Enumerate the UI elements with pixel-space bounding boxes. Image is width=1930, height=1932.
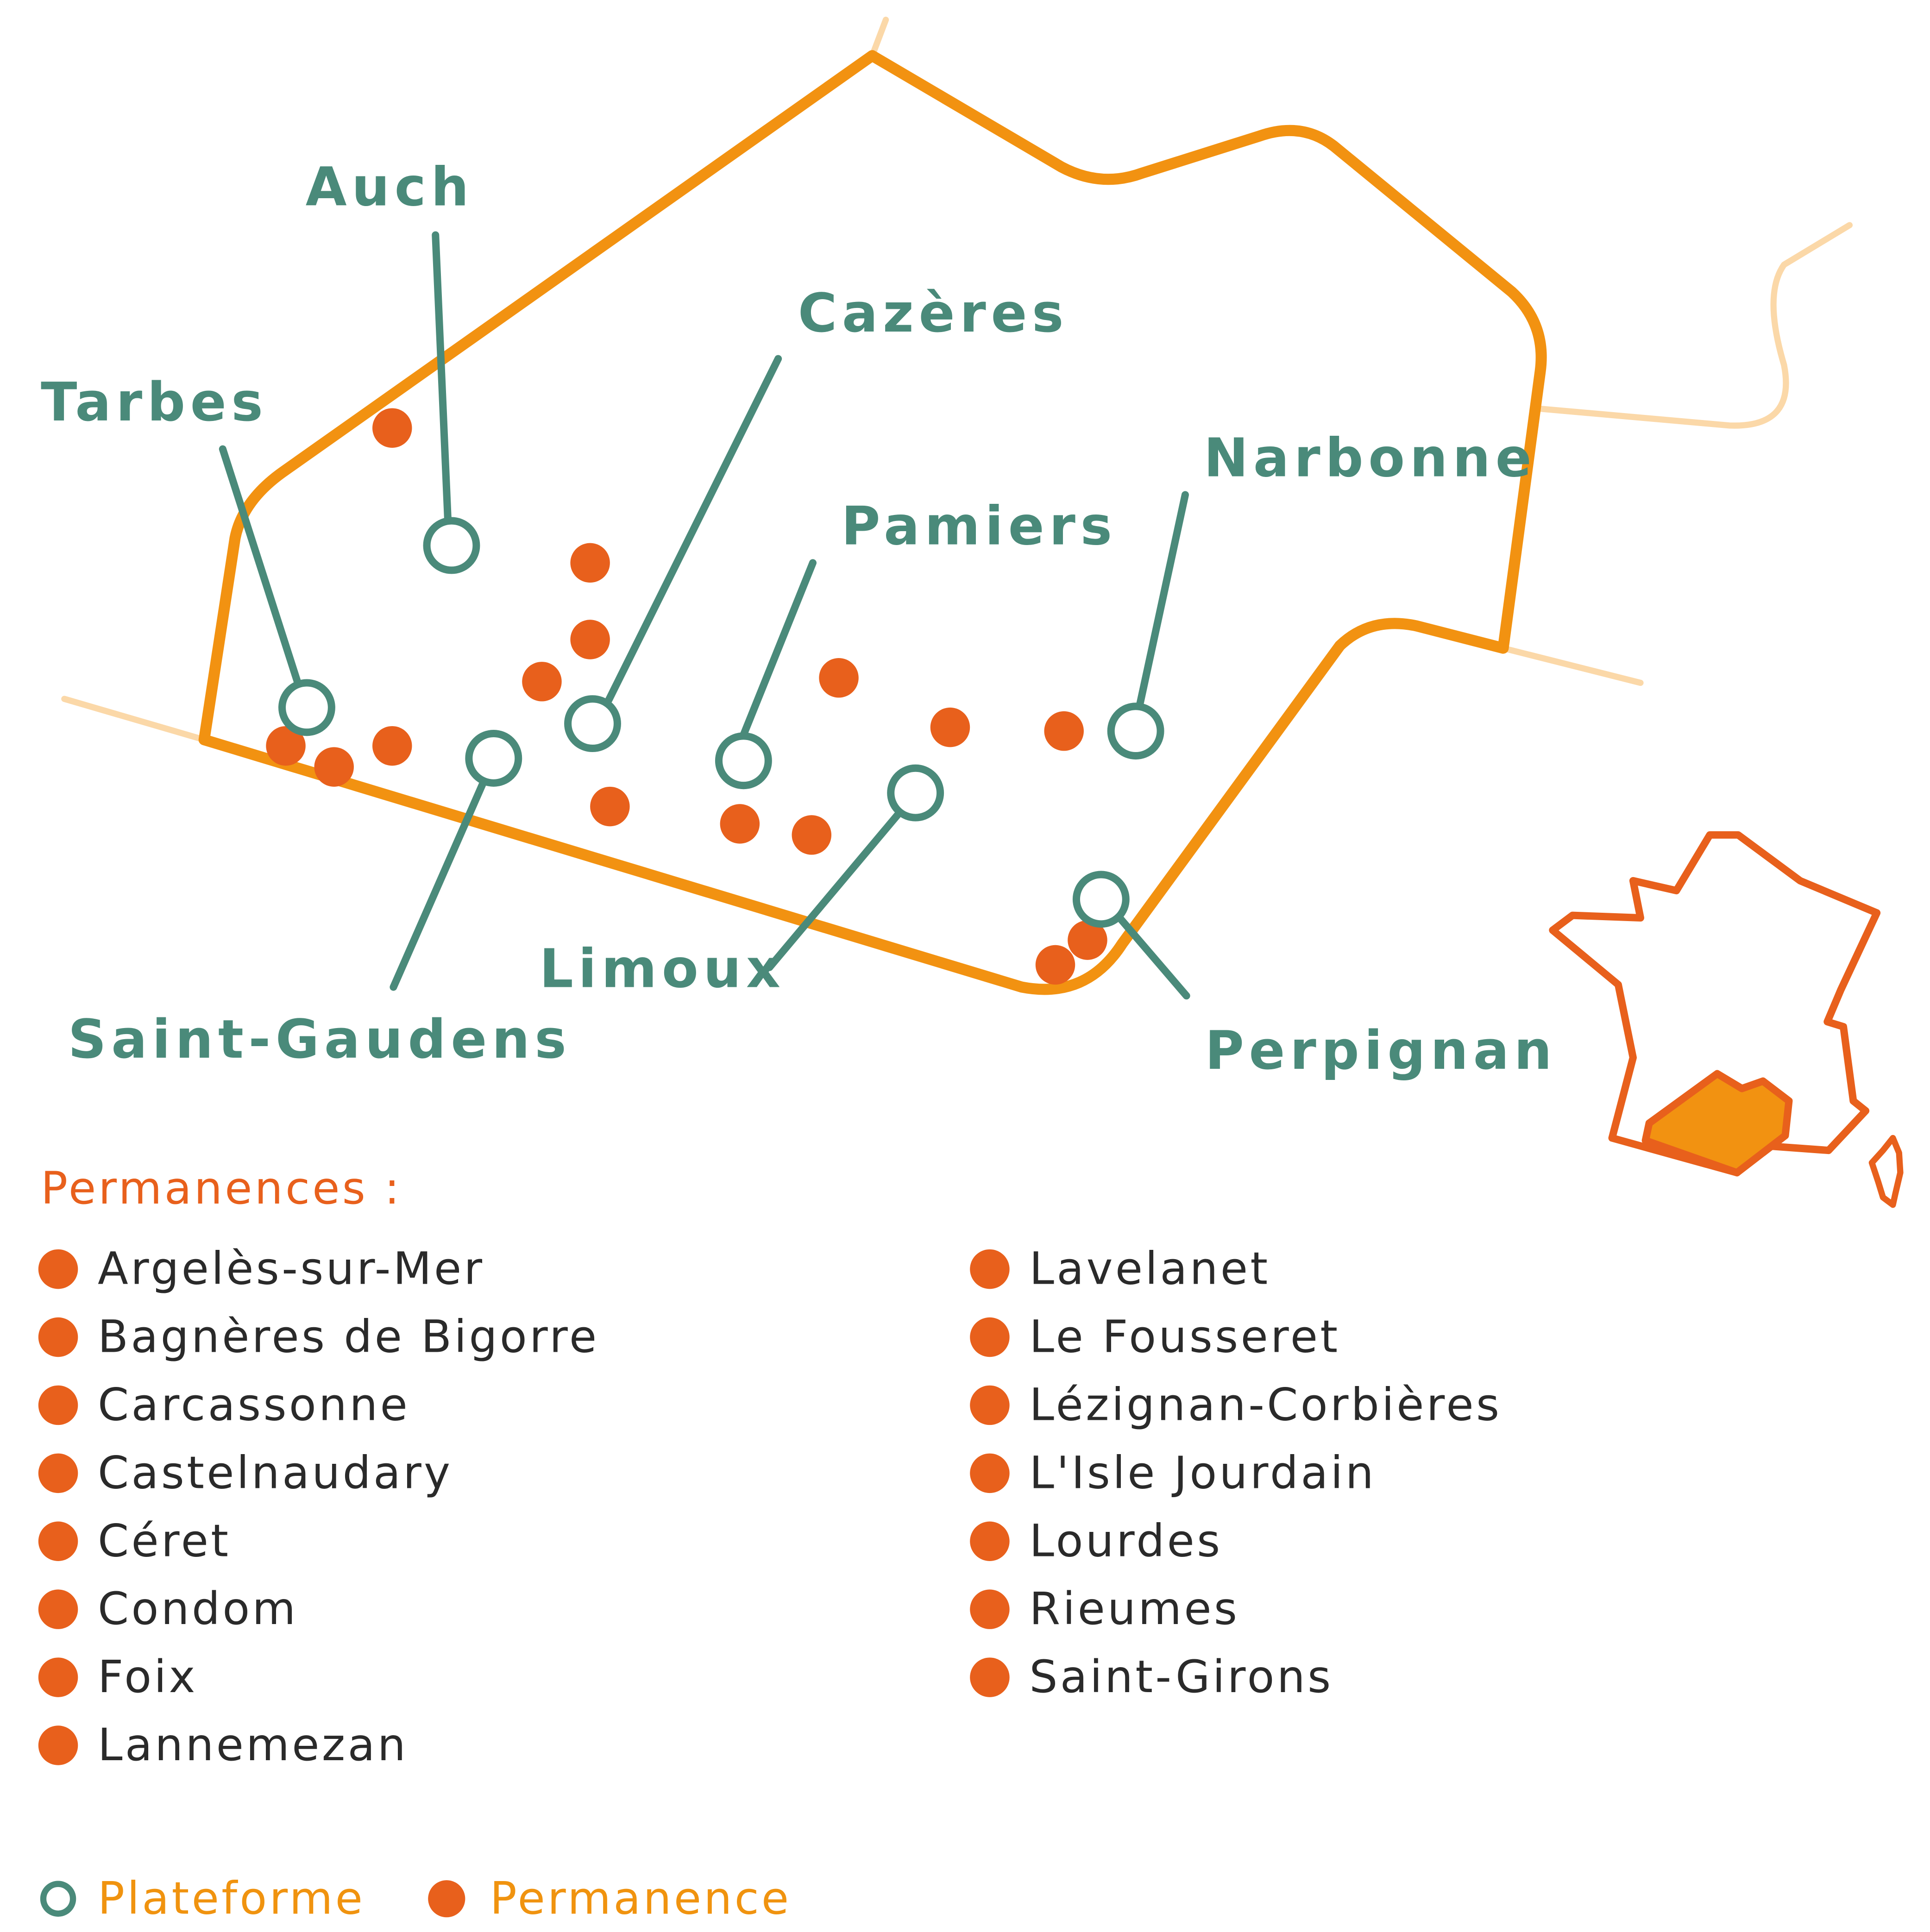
legend-dot [38,1589,78,1629]
plateforme-marker-limoux [887,764,944,822]
permanence-marker [570,543,610,583]
legend-dot [38,1521,78,1561]
plateforme-marker-saint-gaudens [465,729,522,787]
label-pamiers: Pamiers [841,495,1117,557]
leader-line-pamiers [740,559,817,739]
corsica-outline [1868,1135,1904,1208]
permanence-marker [372,408,412,448]
legend-column-1: Argelès-sur-Mer Bagnères de Bigorre Carc… [38,1243,599,1771]
france-region-highlight [1641,1070,1793,1177]
permanence-markers [266,408,1107,985]
plateforme-labels: Auch Tarbes Cazères Pamiers Narbonne Sai… [41,156,1557,1082]
permanence-marker [372,726,412,766]
leader-line-auch [432,231,452,523]
permanence-key-icon [428,1880,465,1918]
legend-dot [38,1725,78,1765]
label-narbonne: Narbonne [1204,427,1536,489]
neighbor-border-west [61,696,207,743]
permanence-key-label: Permanence [490,1872,792,1924]
permanence-marker [819,658,859,698]
legend-column-2: Lavelanet Le Fousseret Lézignan-Corbière… [970,1243,1502,1703]
permanence-marker [930,707,970,747]
label-saint-gaudens: Saint-Gaudens [68,1009,572,1071]
label-limoux: Limoux [540,938,786,1000]
leader-line-saint-gaudens [390,780,486,991]
permanence-marker [1035,945,1075,985]
plateforme-marker-perpignan [1072,871,1130,928]
permanence-marker [570,620,610,659]
leader-line-tarbes [219,445,302,688]
neighbor-border-east [1500,645,1644,686]
permanence-marker [792,815,832,855]
leader-line-limoux [766,809,903,971]
legend-item: Lavelanet [1029,1243,1270,1295]
legend-dot [970,1589,1010,1629]
legend-dot [38,1657,78,1697]
legend-item: Lourdes [1029,1515,1222,1567]
legend-dot [970,1453,1010,1493]
permanence-marker [266,726,306,766]
plateforme-marker-tarbes [278,679,335,736]
legend-item: Lézignan-Corbières [1029,1379,1502,1430]
legend-item: Saint-Girons [1029,1651,1333,1703]
legend-item: Le Fousseret [1029,1311,1340,1363]
permanence-marker [1044,711,1084,751]
legend-dot [970,1249,1010,1289]
plateforme-marker-narbonne [1107,703,1164,760]
permanence-marker [720,804,760,844]
legend-item: Argelès-sur-Mer [98,1243,484,1295]
leader-line-perpignan [1116,914,1190,1000]
permanence-marker [1068,920,1107,960]
legend-dot [38,1453,78,1493]
plateforme-marker-auch [423,517,480,574]
neighbor-border-north [869,17,889,59]
label-auch: Auch [306,156,474,218]
legend-item: Condom [98,1583,298,1635]
legend-item: Bagnères de Bigorre [98,1311,599,1363]
label-tarbes: Tarbes [41,371,268,433]
legend-item: Carcassonne [98,1379,410,1430]
legend-item: Castelnaudary [98,1447,453,1499]
permanence-marker [314,747,354,787]
plateforme-markers [219,231,1190,1000]
legend-dot [970,1317,1010,1357]
legend-dot [970,1385,1010,1425]
leader-line-cazeres [605,355,782,704]
legend-item: L'Isle Jourdain [1029,1447,1376,1499]
neighbor-border-northeast [1531,222,1853,429]
permanence-marker [590,786,630,827]
legend-dot [38,1317,78,1357]
legend-dot [38,1385,78,1425]
legend-dot [38,1249,78,1289]
plateforme-marker-pamiers [715,732,772,790]
plateforme-key-label: Plateforme [98,1872,365,1924]
map-key: Plateforme Permanence [40,1872,792,1924]
legend: Permanences : Argelès-sur-Mer Bagnères d… [38,1162,1502,1771]
region-outline [198,50,1547,995]
permanence-marker [522,662,562,702]
legend-item: Lannemezan [98,1719,408,1771]
label-perpignan: Perpignan [1205,1020,1557,1082]
plateforme-marker-cazeres [564,695,621,753]
legend-title: Permanences : [41,1162,402,1214]
legend-item: Céret [98,1515,231,1567]
plateforme-key-icon [40,1881,76,1917]
legend-dot [970,1657,1010,1697]
label-cazeres: Cazères [798,282,1069,345]
france-inset [1549,831,1904,1208]
leader-line-narbonne [1136,491,1189,710]
neighbor-borders [61,17,1853,743]
legend-item: Rieumes [1029,1583,1239,1635]
legend-dot [970,1521,1010,1561]
legend-item: Foix [98,1651,198,1703]
